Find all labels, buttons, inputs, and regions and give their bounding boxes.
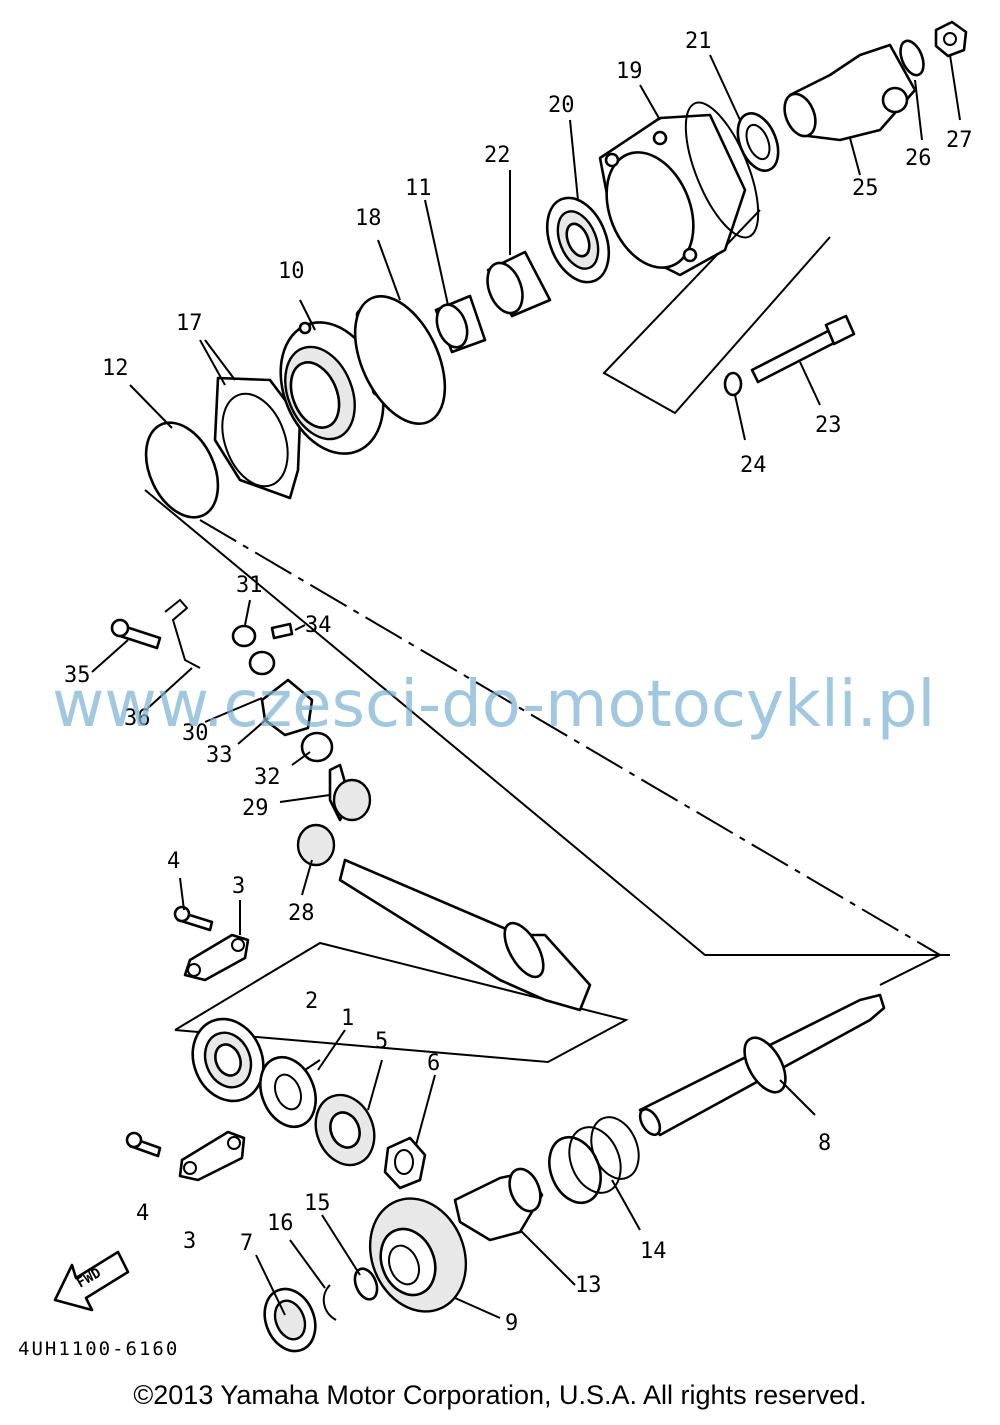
part-30-washer [248, 650, 276, 676]
callout-33: 33 [206, 743, 233, 768]
callout-1: 1 [341, 1006, 354, 1031]
part-3-plate-upper [183, 933, 250, 982]
callout-7: 7 [240, 1231, 253, 1256]
part-36-clip [164, 598, 201, 669]
callout-18: 18 [355, 206, 382, 231]
callout-27: 27 [946, 128, 973, 153]
callout-3-upper: 3 [232, 874, 245, 899]
part-26-washer [899, 39, 925, 77]
callout-3-lower: 3 [183, 1229, 196, 1254]
part-15-washer [353, 1267, 379, 1301]
part-8-drive-shaft [638, 993, 886, 1137]
part-4-bolt-upper [173, 905, 214, 932]
callout-22: 22 [484, 143, 511, 168]
part-20-bearing [545, 196, 611, 284]
part-2-bearing [191, 1017, 265, 1103]
callout-20: 20 [548, 93, 575, 118]
part-9-ring-gear [368, 1197, 468, 1313]
part-6-nut [383, 1136, 427, 1190]
callout-9: 9 [505, 1311, 518, 1336]
callout-28: 28 [288, 901, 315, 926]
part-18-gasket [353, 295, 447, 425]
part-4-bolt-lower [125, 1131, 162, 1158]
callout-35: 35 [64, 663, 91, 688]
callout-2: 2 [305, 989, 318, 1014]
callout-19: 19 [616, 59, 643, 84]
part-31-oil-seal [231, 624, 257, 648]
callout-15: 15 [304, 1191, 331, 1216]
part-11-sleeve [434, 294, 487, 354]
callout-24: 24 [740, 453, 767, 478]
part-17-plate [213, 376, 302, 500]
callout-32: 32 [254, 765, 281, 790]
callout-10: 10 [278, 259, 305, 284]
watermark: www.czesci-do-motocykli.pl [52, 668, 936, 742]
part-19-gear-case [598, 101, 760, 277]
callout-29: 29 [242, 796, 269, 821]
callout-14: 14 [640, 1239, 667, 1264]
part-27-nut [934, 20, 968, 58]
part-1-shim [259, 1055, 317, 1129]
diagram-code: 4UH1100-6160 [18, 1338, 179, 1360]
callout-numbers: 1 2 3 3 4 4 5 6 7 8 9 10 11 12 13 14 15 … [64, 29, 973, 1336]
part-12-gasket [144, 421, 220, 519]
callout-16: 16 [267, 1211, 294, 1236]
part-13-coupling [453, 1167, 544, 1242]
callout-34: 34 [305, 613, 332, 638]
callout-11: 11 [405, 176, 432, 201]
part-35-bolt [110, 618, 162, 650]
callout-13: 13 [575, 1273, 602, 1298]
part-24-washer [723, 371, 743, 397]
part-22-bushing [486, 250, 552, 318]
callout-21: 21 [685, 29, 712, 54]
callout-23: 23 [815, 413, 842, 438]
leader-lines [91, 54, 961, 1319]
copyright: ©2013 Yamaha Motor Corporation, U.S.A. A… [133, 1380, 867, 1410]
reference-frames [144, 209, 950, 1064]
part-21-oil-seal [736, 112, 780, 172]
part-14-spring [548, 1116, 640, 1205]
fwd-arrow: FWD [53, 1250, 130, 1312]
callout-26: 26 [905, 146, 932, 171]
part-29-drive-gear [328, 763, 372, 822]
callout-17: 17 [176, 311, 203, 336]
part-5-bevel-gear [314, 1093, 376, 1167]
callout-5: 5 [375, 1029, 388, 1054]
part-3-plate-lower [178, 1130, 246, 1182]
callout-12: 12 [102, 356, 129, 381]
part-32-o-ring [300, 731, 334, 763]
part-16-circlip [322, 1284, 337, 1321]
shaft [338, 858, 592, 1012]
callout-31: 31 [236, 573, 263, 598]
part-28-gear [296, 823, 336, 867]
callout-25: 25 [852, 176, 879, 201]
callout-30: 30 [182, 721, 209, 746]
callout-4-lower: 4 [136, 1201, 149, 1226]
callout-6: 6 [427, 1051, 440, 1076]
callout-8: 8 [818, 1131, 831, 1156]
part-7-bearing [263, 1287, 317, 1353]
part-34-screw [270, 622, 294, 640]
callout-36: 36 [124, 706, 151, 731]
callout-4-upper: 4 [167, 849, 180, 874]
part-23-bolt [750, 314, 856, 384]
part-25-yoke [783, 43, 917, 142]
